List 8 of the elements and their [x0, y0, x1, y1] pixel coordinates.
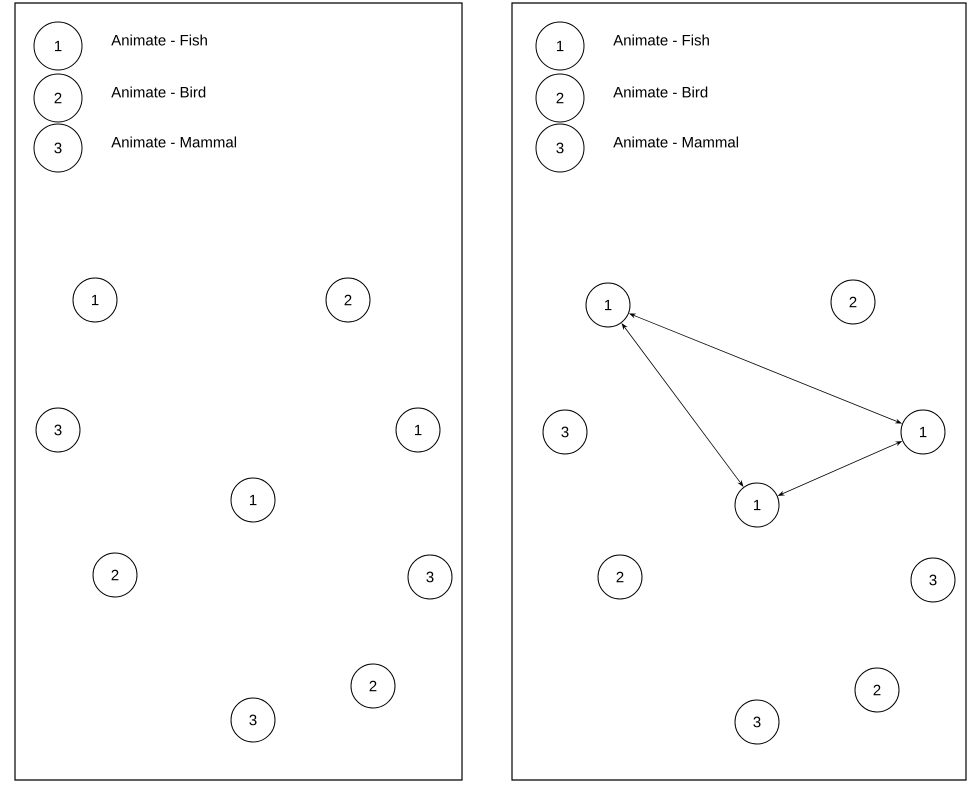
panel-box [14, 2, 463, 781]
panel-box [511, 2, 967, 781]
legend-text: Animate - Bird [613, 86, 708, 98]
legend-text: Animate - Mammal [613, 136, 738, 148]
legend-text: Animate - Bird [111, 86, 206, 98]
legend-text: Animate - Fish [613, 34, 709, 46]
legend-text: Animate - Mammal [111, 136, 236, 148]
legend-text: Animate - Fish [111, 34, 207, 46]
